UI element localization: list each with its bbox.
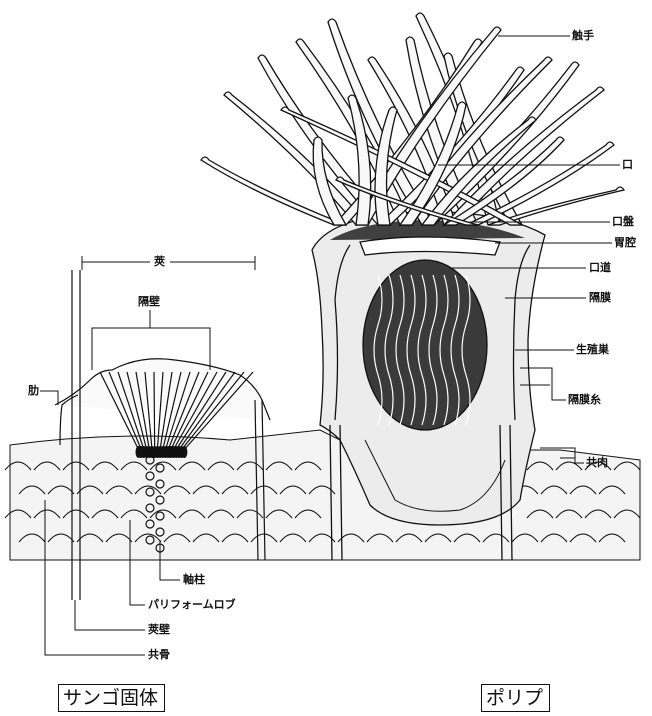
label-mouth: 口 bbox=[622, 159, 633, 171]
caption-polyp: ポリプ bbox=[481, 684, 550, 712]
label-gastric-cavity: 胃腔 bbox=[614, 237, 636, 249]
septum-line bbox=[154, 372, 155, 455]
septum-tip bbox=[181, 446, 187, 458]
basal-tissue bbox=[5, 430, 640, 560]
label-theca: 莢壁 bbox=[148, 624, 170, 636]
label-pharynx: 口道 bbox=[589, 262, 611, 274]
label-columella: 軸柱 bbox=[183, 574, 205, 586]
label-costa: 肋 bbox=[28, 385, 39, 397]
caption-coral-skeleton: サンゴ固体 bbox=[58, 684, 165, 712]
label-mesentery: 隔膜 bbox=[589, 292, 611, 304]
label-oral-disc: 口盤 bbox=[612, 216, 634, 228]
label-calyx: 莢 bbox=[154, 256, 165, 268]
label-coenosteum: 共骨 bbox=[148, 649, 170, 661]
label-coenosarc: 共肉 bbox=[586, 457, 608, 469]
label-mesenterial-filament: 隔膜糸 bbox=[568, 394, 601, 406]
tentacles bbox=[201, 13, 624, 225]
label-paliform-lobe: パリフォームロブ bbox=[148, 599, 236, 611]
label-tentacle: 触手 bbox=[572, 30, 594, 42]
label-septum: 隔壁 bbox=[138, 296, 160, 308]
label-gonad: 生殖巣 bbox=[576, 344, 609, 356]
